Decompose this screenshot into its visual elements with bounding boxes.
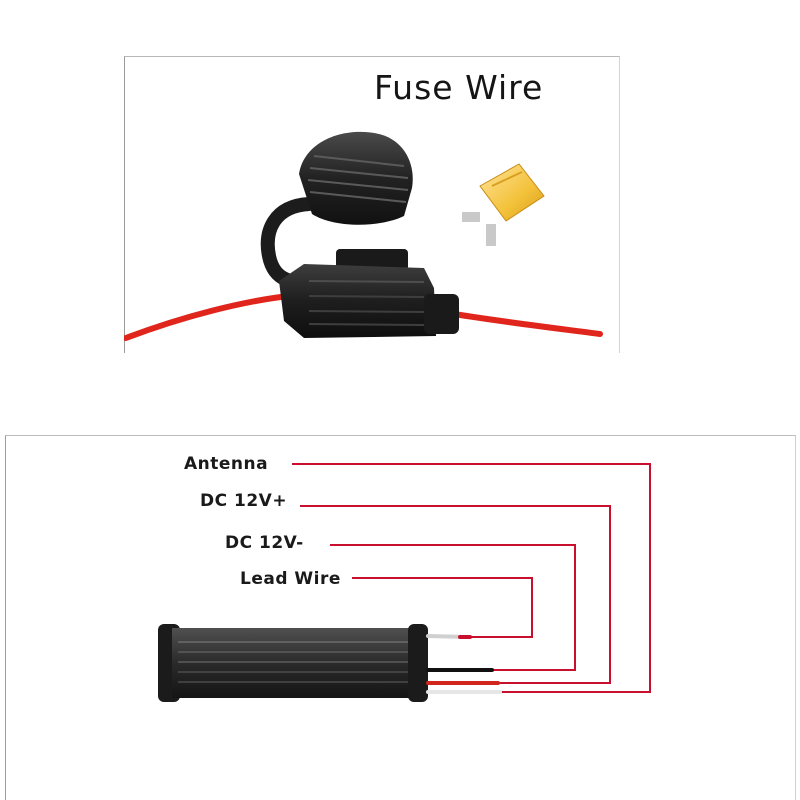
dc-minus-leader-line <box>330 544 576 671</box>
left-red-wire <box>124 293 292 341</box>
fuse-wire-illustration <box>124 131 603 341</box>
blade-fuse <box>462 163 545 246</box>
right-red-wire <box>451 311 603 337</box>
leader-lines <box>292 463 651 693</box>
module-wires <box>426 634 502 694</box>
fuse-wire-title: Fuse Wire <box>374 68 544 107</box>
lead-wire-leader-line <box>352 577 533 638</box>
dc-12v-minus-label: DC 12V- <box>225 533 304 553</box>
receiver-module-box <box>158 624 428 702</box>
antenna-label: Antenna <box>184 454 269 474</box>
fuse-holder-body <box>279 249 459 338</box>
dc-12v-plus-label: DC 12V+ <box>200 491 288 511</box>
dc-plus-leader-line <box>300 505 611 684</box>
wiring-diagram-panel <box>5 435 796 800</box>
lead-wire-label: Lead Wire <box>240 569 341 589</box>
antenna-leader-line <box>292 463 651 693</box>
fuse-holder-cap <box>299 131 413 225</box>
